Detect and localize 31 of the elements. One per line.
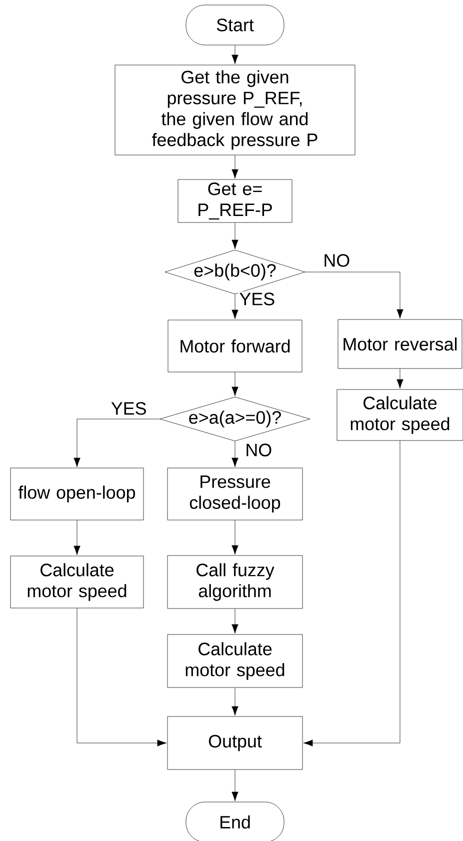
edge-label: YES	[110, 401, 148, 416]
arrow	[76, 608, 167, 746]
process-box: Get e= P_REF-P	[178, 179, 292, 223]
process-box: Calculate motor speed	[167, 634, 303, 688]
process-box: Motor forward	[168, 320, 302, 372]
process-box: Motor reversal	[338, 319, 462, 369]
edge-label: YES	[238, 292, 276, 306]
process-box: Pressure closed-loop	[167, 468, 303, 520]
arrow	[232, 222, 238, 250]
arrow	[303, 440, 400, 746]
arrow	[232, 45, 238, 64]
arrow	[396, 368, 404, 389]
process-box: Get the given pressure P_REF, the given flow and feedback pressure P	[114, 64, 356, 156]
process-box: flow open-loop	[10, 468, 144, 520]
arrow	[232, 372, 238, 396]
arrow	[74, 418, 160, 468]
edge-label: NO	[322, 253, 352, 268]
arrow	[232, 688, 238, 716]
arrow	[232, 155, 238, 179]
edge-label: NO	[244, 442, 274, 458]
arrow	[232, 441, 238, 468]
process-box: Call fuzzy algorithm	[167, 555, 303, 609]
arrow	[305, 272, 404, 319]
arrow	[232, 608, 238, 634]
arrow	[232, 520, 238, 555]
arrow	[232, 294, 238, 320]
arrow	[74, 520, 80, 556]
process-box: Output	[167, 716, 303, 770]
arrow	[232, 770, 238, 802]
process-box: Calculate motor speed	[10, 556, 144, 608]
process-box: Calculate motor speed	[336, 389, 463, 441]
